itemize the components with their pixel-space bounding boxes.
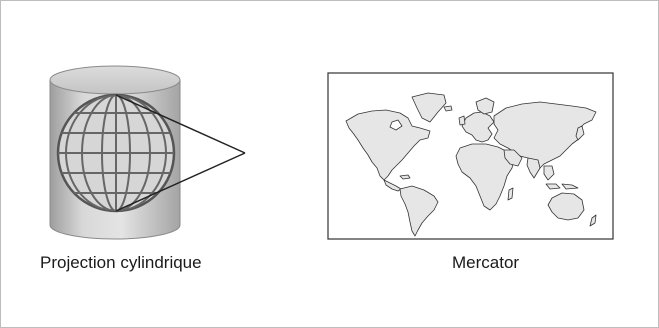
mercator-map (327, 72, 614, 240)
right-caption: Mercator (452, 253, 520, 272)
world-map-icon (345, 92, 597, 237)
left-caption: Projection cylindrique (40, 253, 202, 272)
projection-lines (115, 94, 246, 212)
